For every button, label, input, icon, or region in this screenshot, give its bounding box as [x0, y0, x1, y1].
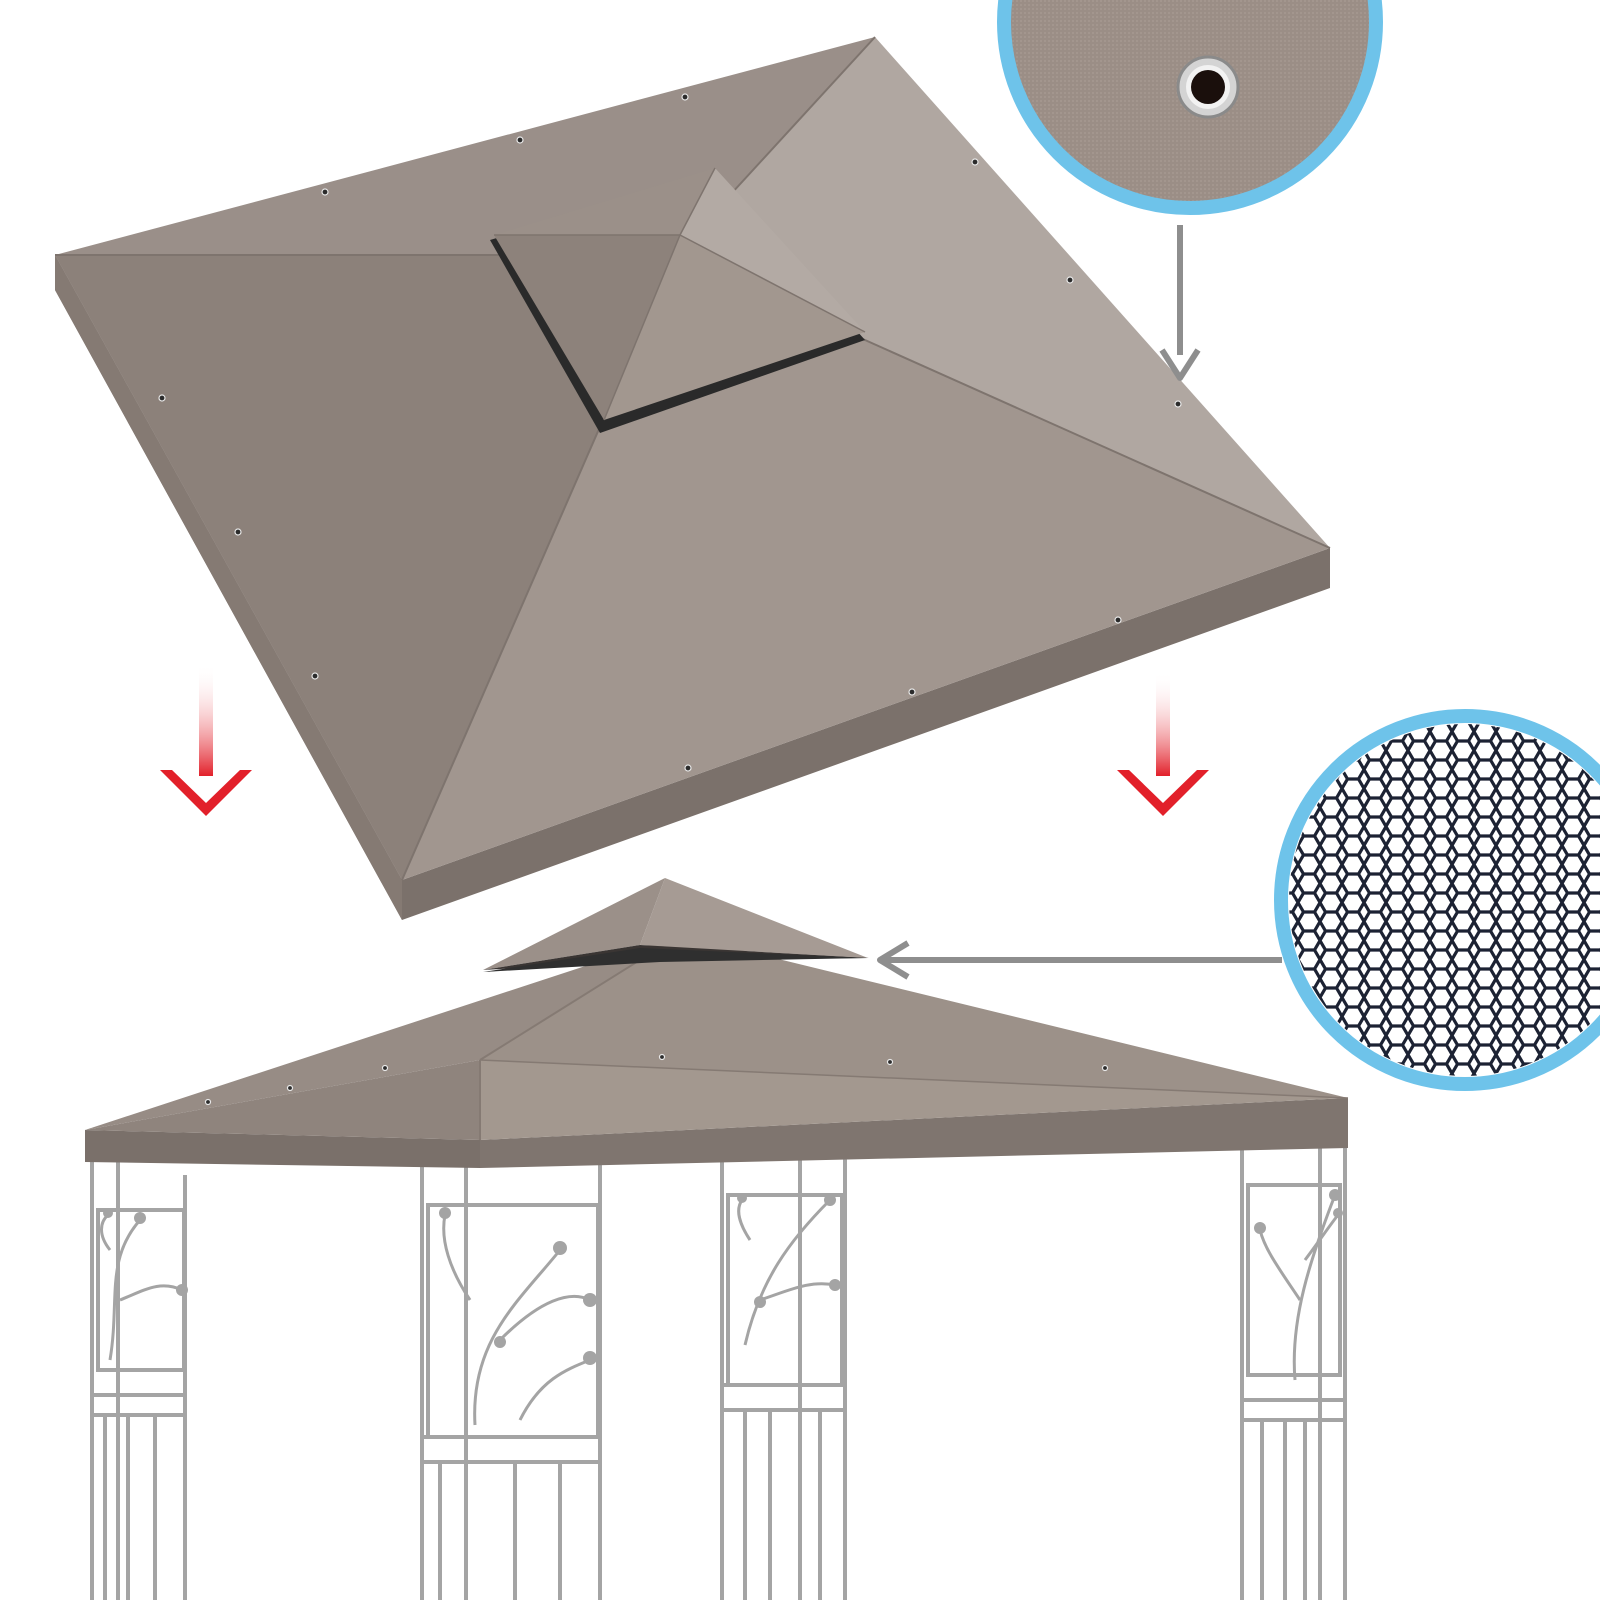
canopy-top-view: [55, 36, 1331, 920]
vent-cap-top: [490, 167, 866, 433]
vent-cap-assembled: [483, 878, 870, 972]
arrow-down-icon: [160, 664, 252, 816]
grommet-holes-assembled: [204, 1053, 1109, 1106]
arrow-down-icon: [1159, 225, 1201, 381]
canopy-assembled: [85, 878, 1349, 1168]
grommet-detail-callout: [997, 0, 1383, 381]
gazebo-assembled: [85, 878, 1349, 1600]
gazebo-frame: [90, 1140, 1347, 1600]
mesh-icon: [1289, 724, 1600, 1076]
arrow-down-icon: [1117, 672, 1209, 816]
grommet-icon: [1176, 55, 1240, 119]
frame-vine-decoration: [100, 1194, 1340, 1426]
arrow-left-icon: [877, 940, 1282, 980]
grommet-holes-top: [158, 93, 1182, 772]
mesh-detail-callout: [877, 709, 1600, 1091]
